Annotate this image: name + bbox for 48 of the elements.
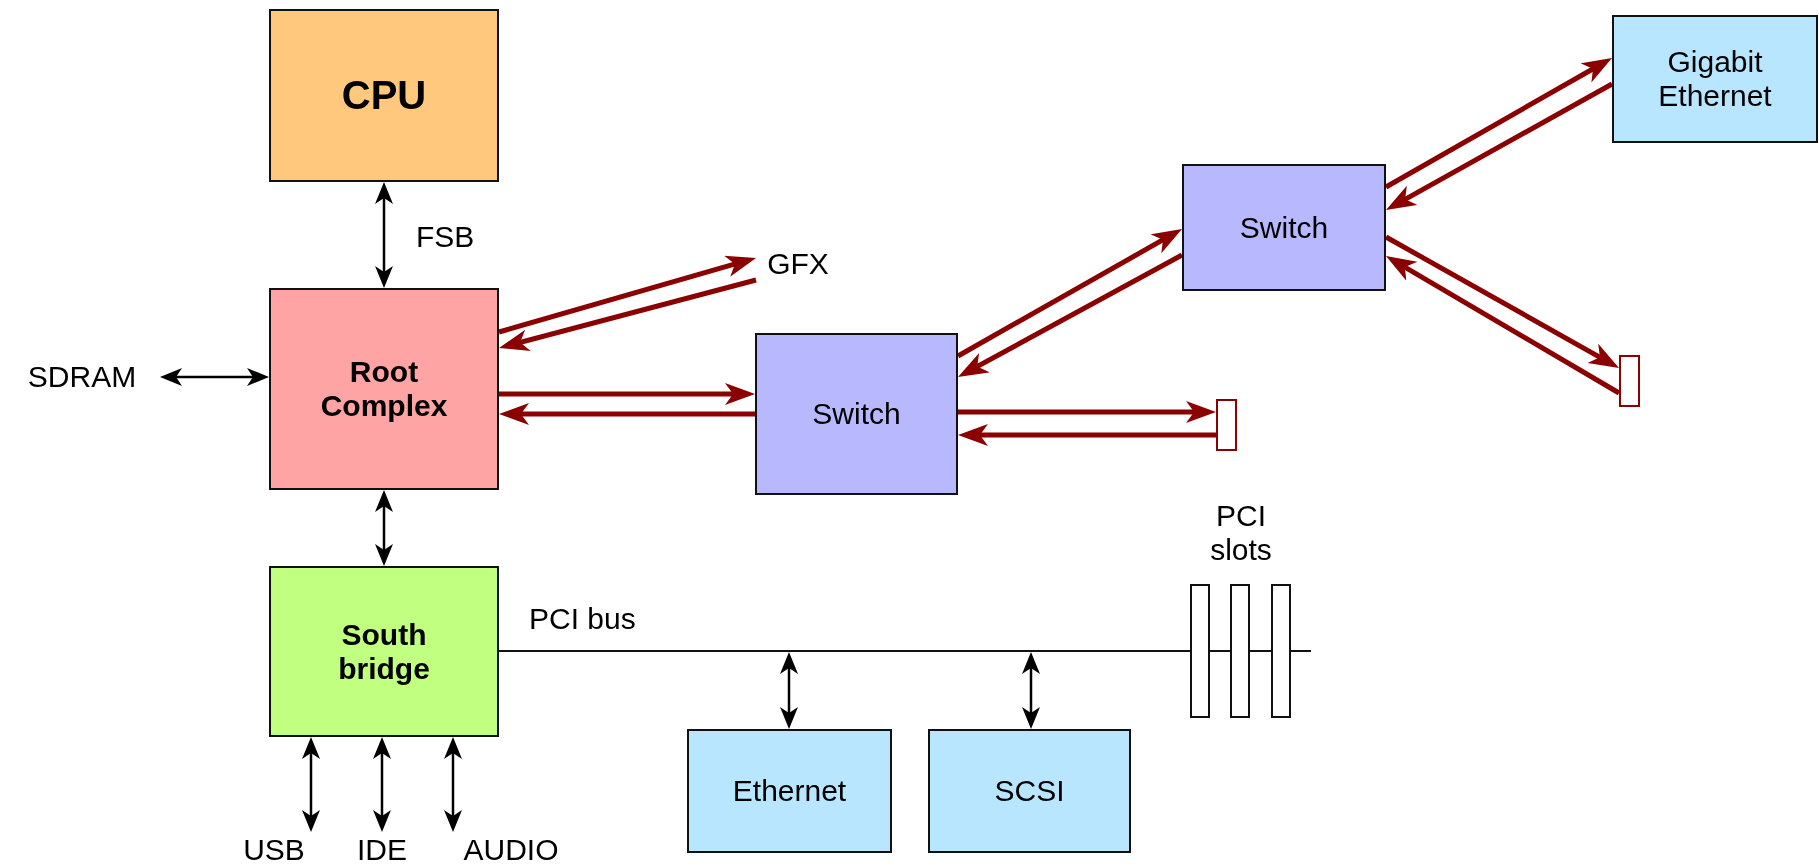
arrow xyxy=(780,652,798,729)
block-box xyxy=(269,9,499,182)
arrow xyxy=(956,229,1182,359)
arrow xyxy=(499,383,755,405)
slots-label: PCI slots xyxy=(1209,498,1273,568)
slot-bar xyxy=(1271,584,1291,718)
block-box xyxy=(1182,164,1386,291)
block-box xyxy=(1612,15,1818,143)
arrow xyxy=(499,403,755,425)
slot-bar xyxy=(1230,584,1250,718)
box-label: CPU xyxy=(340,73,428,118)
bus-label: PCI bus xyxy=(529,602,636,636)
box-label: SCSI xyxy=(993,774,1066,808)
slot-bar xyxy=(1190,584,1210,718)
block-box xyxy=(928,729,1131,853)
arrow xyxy=(375,490,393,566)
arrow xyxy=(160,368,269,386)
connector-end xyxy=(1216,399,1237,451)
arrow xyxy=(498,255,756,335)
arrow xyxy=(302,737,320,832)
arrow xyxy=(373,737,391,832)
text-label: IDE xyxy=(350,832,414,867)
box-label: Switch xyxy=(811,397,902,431)
arrow xyxy=(1386,81,1614,210)
block-box xyxy=(755,333,958,495)
arrow xyxy=(375,182,393,288)
block-box xyxy=(687,729,892,853)
arrow xyxy=(958,252,1184,377)
box-label: South bridge xyxy=(337,617,431,686)
arrow xyxy=(1384,58,1612,190)
text-label: AUDIO xyxy=(450,832,572,867)
arrow xyxy=(958,424,1216,446)
arrow xyxy=(958,401,1216,423)
box-label: Ethernet xyxy=(731,774,848,808)
text-label: GFX xyxy=(756,243,840,285)
box-label: Root Complex xyxy=(319,355,449,423)
arrow xyxy=(444,737,462,832)
box-label: Gigabit Ethernet xyxy=(1657,45,1773,113)
box-label: Switch xyxy=(1238,210,1330,245)
arrow xyxy=(1022,652,1040,729)
arrow xyxy=(1384,234,1619,368)
connector-end xyxy=(1619,355,1640,407)
arrow xyxy=(499,277,757,351)
text-label: SDRAM xyxy=(4,357,160,397)
text-label: USB xyxy=(234,832,314,867)
arrow xyxy=(1386,256,1621,396)
block-box xyxy=(269,566,499,737)
block-box xyxy=(269,288,499,490)
